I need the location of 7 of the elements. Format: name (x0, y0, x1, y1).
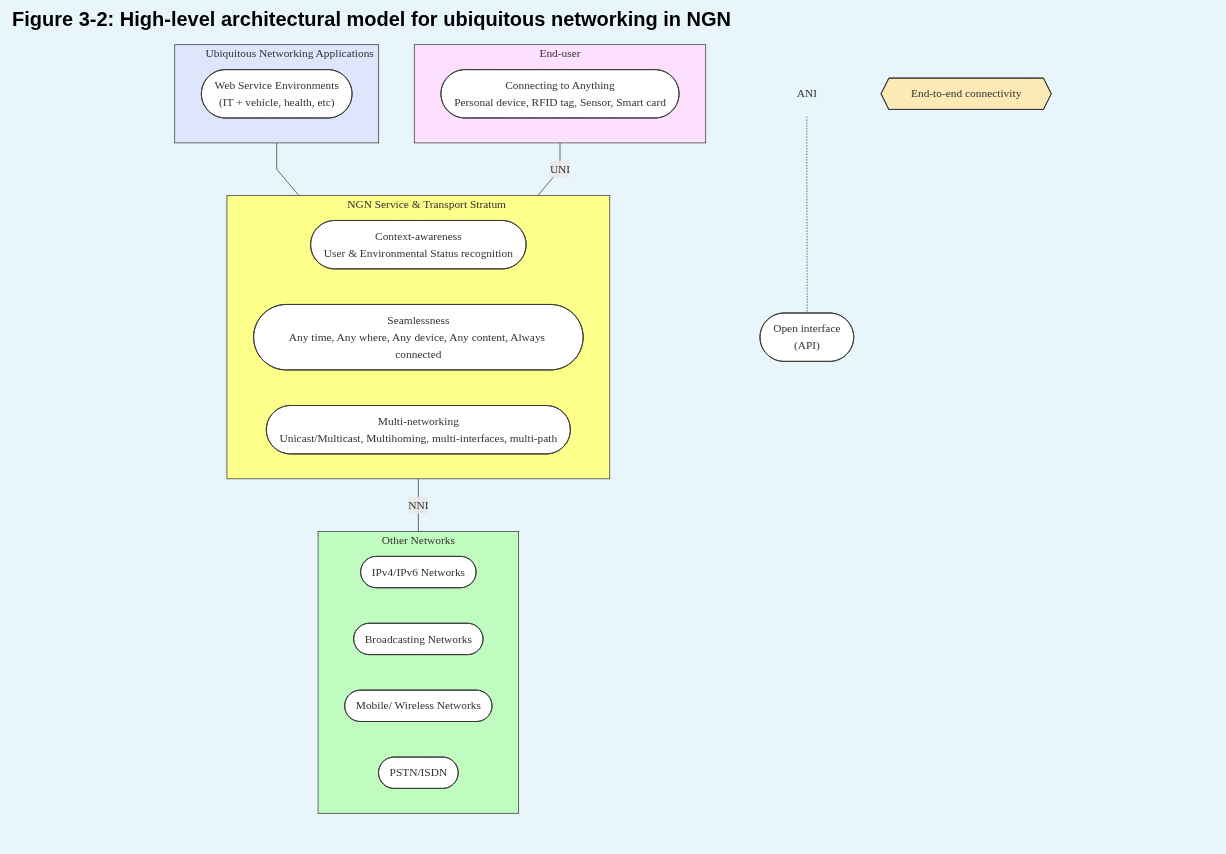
edge-label: NNI (408, 498, 429, 511)
connector (806, 116, 808, 314)
connector (537, 142, 561, 196)
node-text: ANI (796, 87, 817, 100)
figure-title: Figure 3-2: High-level architectural model for ubiquitous networking in NGN (12, 8, 732, 31)
connector (276, 142, 300, 196)
edge-label: UNI (549, 162, 571, 175)
